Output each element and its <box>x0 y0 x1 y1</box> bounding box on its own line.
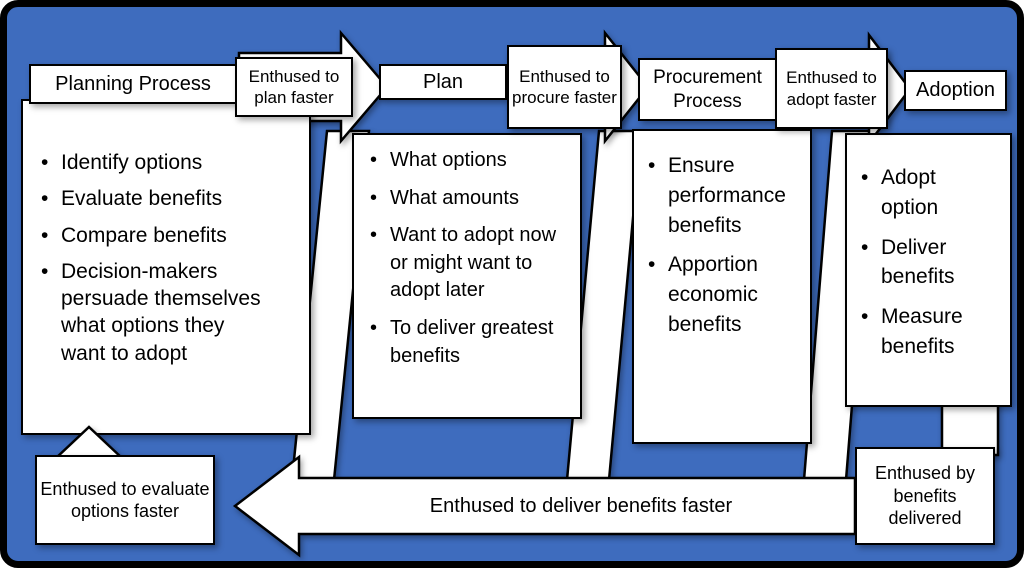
bullet-item: What amounts <box>366 185 564 213</box>
procurement-process-panel: Ensure performance benefits Apportion ec… <box>632 129 812 444</box>
bullet-item: Identify options <box>37 149 273 177</box>
benefits-delivered-label: Enthused by benefits delivered <box>874 463 976 529</box>
adoption-panel: Adopt option Deliver benefits Measure be… <box>845 133 1012 407</box>
bullet-item: Apportion economic benefits <box>644 250 804 339</box>
bullet-item: What options <box>366 147 564 175</box>
plan-faster-label-box: Enthused to plan faster <box>235 57 353 117</box>
bullet-item: Compare benefits <box>37 222 273 250</box>
bullet-item: Ensure performance benefits <box>644 151 804 240</box>
procure-faster-label: Enthused to procure faster <box>512 66 617 107</box>
deliver-faster-label: Enthused to deliver benefits faster <box>429 494 733 517</box>
bullet-item: Adopt option <box>857 163 997 223</box>
procurement-process-title: Procurement Process <box>653 66 762 112</box>
plan-title: Plan <box>422 70 464 93</box>
plan-panel: What options What amounts Want to adopt … <box>352 133 582 419</box>
procure-faster-label-box: Enthused to procure faster <box>507 45 622 129</box>
planning-process-title-box: Planning Process <box>29 64 237 104</box>
adoption-title-box: Adoption <box>904 70 1007 111</box>
plan-bullet-list: What options What amounts Want to adopt … <box>366 147 564 370</box>
adoption-bullet-list: Adopt option Deliver benefits Measure be… <box>857 163 997 362</box>
adoption-title: Adoption <box>916 79 995 101</box>
procurement-process-title-box: Procurement Process <box>638 58 777 121</box>
plan-faster-label: Enthused to plan faster <box>248 66 340 107</box>
bullet-item: To deliver greatest benefits <box>366 315 564 370</box>
evaluate-faster-box: Enthused to evaluate options faster <box>35 455 215 545</box>
adopt-faster-label: Enthused to adopt faster <box>786 68 877 109</box>
adopt-faster-label-box: Enthused to adopt faster <box>775 48 888 129</box>
bullet-item: Decision-makers persuade themselves what… <box>37 258 273 367</box>
planning-bullet-list: Identify options Evaluate benefits Compa… <box>37 149 273 367</box>
plan-title-box: Plan <box>379 64 507 100</box>
planning-process-panel: Identify options Evaluate benefits Compa… <box>21 99 311 435</box>
evaluate-faster-label: Enthused to evaluate options faster <box>40 478 210 522</box>
bullet-item: Deliver benefits <box>857 233 997 293</box>
bullet-item: Want to adopt now or might want to adopt… <box>366 222 564 305</box>
procurement-bullet-list: Ensure performance benefits Apportion ec… <box>644 151 804 340</box>
bullet-item: Evaluate benefits <box>37 185 273 213</box>
planning-process-title: Planning Process <box>55 72 211 95</box>
bullet-item: Measure benefits <box>857 302 997 362</box>
benefits-delivered-box: Enthused by benefits delivered <box>855 447 995 545</box>
